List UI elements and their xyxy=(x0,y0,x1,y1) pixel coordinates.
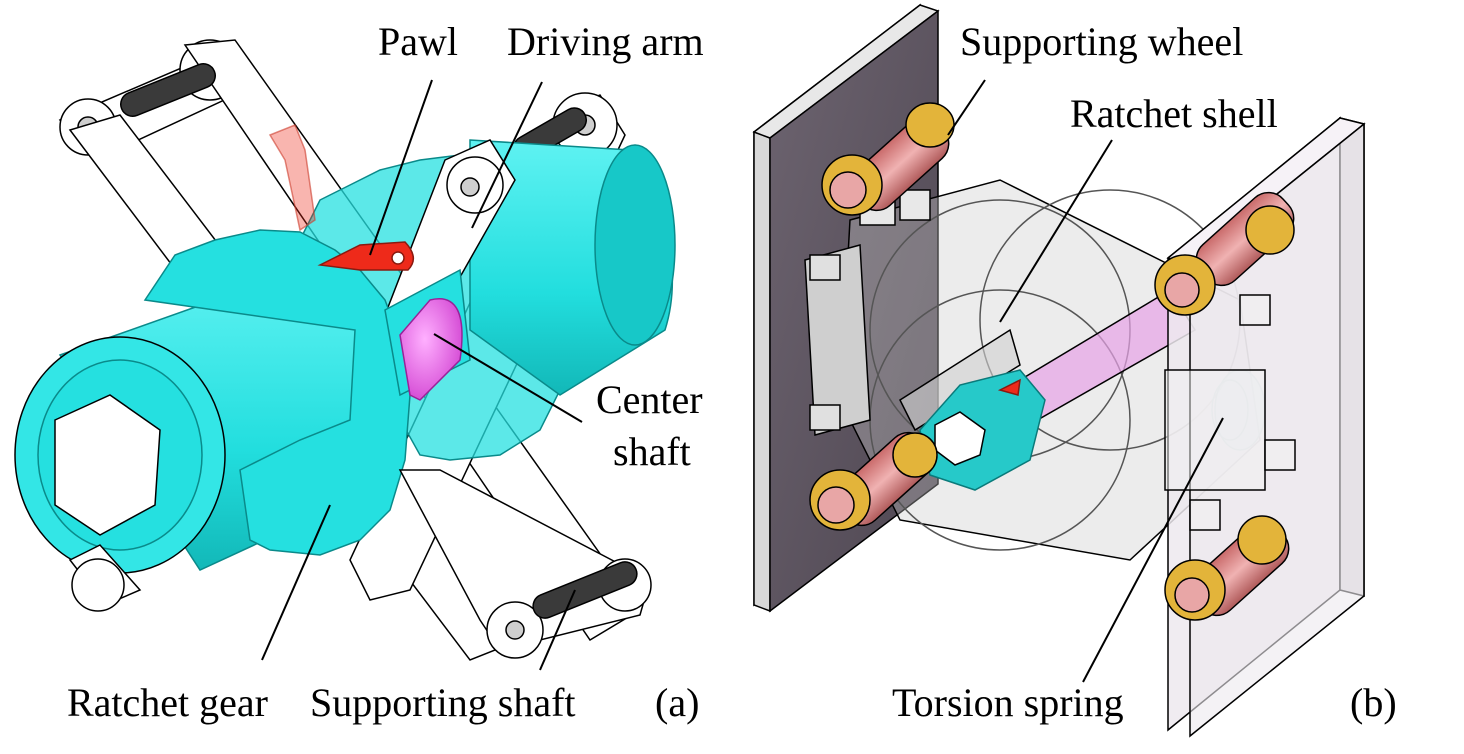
pawl-ghost xyxy=(268,124,316,232)
pawl-b xyxy=(997,378,1021,396)
panel-b-drawing xyxy=(752,3,1366,738)
label-torsion-spring: Torsion spring xyxy=(892,680,1124,725)
supporting-wheel-4 xyxy=(1164,515,1290,621)
leader-supporting-wheel xyxy=(947,79,986,136)
supporting-shaft-upper xyxy=(120,63,216,117)
leader-ratchet-shell xyxy=(999,139,1113,323)
supporting-wheel-2 xyxy=(809,431,938,531)
leader-ratchet-gear xyxy=(261,504,331,661)
label-pawl: Pawl xyxy=(378,19,458,64)
caption-b: (b) xyxy=(1350,680,1397,725)
panel-b-leaders xyxy=(947,79,1224,683)
pawl xyxy=(317,241,414,271)
label-center-shaft-line2: shaft xyxy=(613,429,691,474)
leader-driving-arm xyxy=(471,81,543,229)
label-ratchet-gear: Ratchet gear xyxy=(67,680,268,725)
leader-center-shaft xyxy=(433,333,583,423)
label-ratchet-shell: Ratchet shell xyxy=(1070,91,1278,136)
bracket-right xyxy=(1164,294,1296,531)
supporting-wheel-3 xyxy=(1154,191,1295,316)
supporting-wheel-1 xyxy=(821,102,955,216)
label-driving-arm: Driving arm xyxy=(507,19,704,64)
label-center-shaft-line1: Center xyxy=(596,377,703,422)
leader-torsion-spring xyxy=(1082,417,1224,683)
panel-a-drawing xyxy=(14,39,676,661)
leader-pawl xyxy=(369,79,433,256)
label-supporting-shaft: Supporting shaft xyxy=(310,680,576,725)
label-supporting-wheel: Supporting wheel xyxy=(960,19,1244,64)
ratchet-gear-b xyxy=(919,369,1046,491)
caption-a: (a) xyxy=(655,680,700,725)
leader-supporting-shaft xyxy=(539,589,576,671)
center-shaft xyxy=(399,298,463,401)
cylinder-back xyxy=(469,139,676,396)
panel-a-leaders xyxy=(261,79,583,671)
bracket-left xyxy=(804,189,931,436)
supporting-shaft-lower xyxy=(532,561,638,619)
